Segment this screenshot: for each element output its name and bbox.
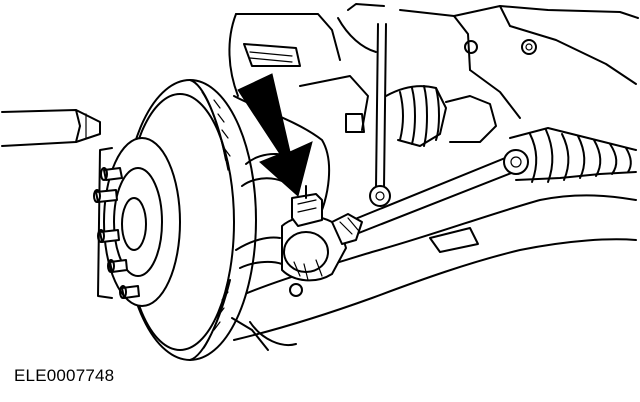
stabilizer-link — [369, 23, 391, 207]
tie-rod — [337, 149, 529, 239]
strut-housing — [228, 3, 639, 133]
drive-shaft-stub — [1, 109, 101, 147]
wheel-studs — [93, 167, 140, 299]
cv-joint-boot — [385, 85, 497, 147]
steering-rack-boot — [509, 127, 637, 183]
tie-rod-end — [281, 213, 363, 282]
arrow-down-right-icon — [237, 73, 313, 197]
figure-reference-code: ELE0007748 — [14, 366, 115, 385]
wheel-hub — [97, 137, 181, 307]
tie-rod-end-nut — [291, 185, 323, 227]
